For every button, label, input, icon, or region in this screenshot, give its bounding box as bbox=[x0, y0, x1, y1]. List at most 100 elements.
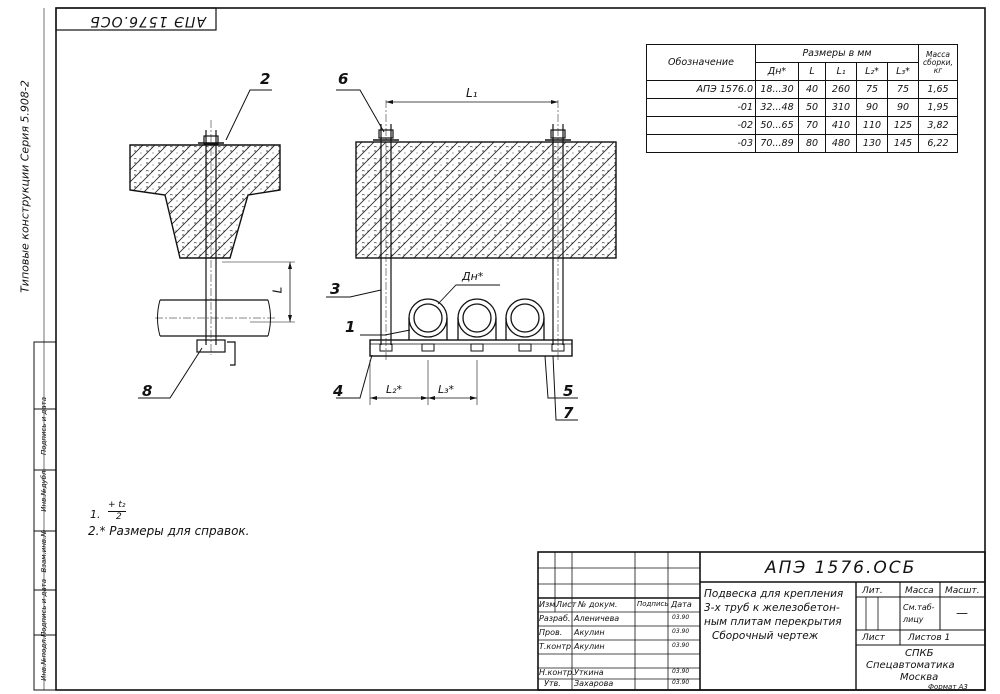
cell: 18...30 bbox=[755, 80, 799, 99]
cell: АПЭ 1576.0 bbox=[646, 80, 756, 99]
tb-role-3: Н.контр. bbox=[539, 668, 575, 677]
tb-desc-3: ным плитам перекрытия bbox=[704, 616, 842, 628]
stamp-code: АПЭ 1576.ОСБ bbox=[89, 13, 206, 29]
callout-7: 7 bbox=[563, 404, 574, 422]
dim-L2: L₂* bbox=[386, 383, 403, 396]
side-field-3: Взам.инв.№ bbox=[40, 529, 48, 573]
tb-hdr-date: Дата bbox=[671, 600, 692, 609]
cell: 310 bbox=[825, 98, 857, 117]
tb-date-3: 03.90 bbox=[672, 668, 690, 675]
tb-sheet-label: Лист bbox=[862, 633, 885, 643]
stamp-box bbox=[55, 7, 217, 31]
spec-col-L: L bbox=[798, 62, 826, 81]
spec-col-L3: L₃* bbox=[887, 62, 919, 81]
tb-name-4: Захарова bbox=[574, 679, 614, 688]
cell: -01 bbox=[646, 98, 756, 117]
tb-hdr-list: Лист bbox=[556, 600, 577, 609]
cell: 40 bbox=[798, 80, 826, 99]
spec-header-group: Размеры в мм bbox=[755, 44, 919, 63]
cell: 75 bbox=[887, 80, 919, 99]
cell: 90 bbox=[887, 98, 919, 117]
cell: 90 bbox=[856, 98, 888, 117]
tb-mass-label: Масса bbox=[905, 586, 934, 596]
cell: 480 bbox=[825, 134, 857, 153]
spec-col-dn: Дн* bbox=[755, 62, 799, 81]
callout-6: 6 bbox=[338, 70, 349, 88]
tb-format: Формат А3 bbox=[928, 683, 968, 691]
cell: 3,82 bbox=[918, 116, 958, 135]
cell: 50 bbox=[798, 98, 826, 117]
table-row: -01 32...48 50 310 90 90 1,95 bbox=[646, 98, 958, 117]
spec-header-mass: Масса сборки, кг bbox=[918, 44, 958, 81]
cell: 410 bbox=[825, 116, 857, 135]
callout-1: 1 bbox=[345, 318, 356, 336]
tb-name-1: Акулин bbox=[574, 628, 605, 637]
tb-role-1: Пров. bbox=[539, 628, 563, 637]
callout-8: 8 bbox=[142, 382, 153, 400]
cell: -03 bbox=[646, 134, 756, 153]
table-row: АПЭ 1576.0 18...30 40 260 75 75 1,65 bbox=[646, 80, 958, 99]
cell: 75 bbox=[856, 80, 888, 99]
side-field-4: Инв.№дубл. bbox=[40, 468, 48, 512]
tb-name-0: Аленичева bbox=[574, 614, 620, 623]
cell: 70...89 bbox=[755, 134, 799, 153]
cell: 260 bbox=[825, 80, 857, 99]
tb-mass-value: См.таб- лицу bbox=[903, 603, 935, 624]
side-field-2: Подпись и дата bbox=[40, 579, 48, 637]
slab-section-right bbox=[355, 141, 617, 259]
spec-col-L2: L₂* bbox=[856, 62, 888, 81]
tb-hdr-izm: Изм. bbox=[539, 600, 558, 609]
title-block-grid bbox=[537, 551, 986, 691]
tb-scale-label: Масшт. bbox=[945, 586, 980, 596]
cell: 32...48 bbox=[755, 98, 799, 117]
side-field-5: Подпись и дата bbox=[40, 397, 48, 455]
tb-lit-label: Лит. bbox=[862, 586, 883, 596]
tb-name-2: Акулин bbox=[574, 642, 605, 651]
dim-L1: L₁ bbox=[466, 86, 478, 100]
tb-hdr-sign: Подпись bbox=[637, 600, 669, 608]
spec-header-designation: Обозначение bbox=[646, 44, 756, 81]
tb-date-1: 03.90 bbox=[672, 628, 690, 635]
dim-L: L bbox=[270, 286, 285, 294]
cell: 1,95 bbox=[918, 98, 958, 117]
dim-L3: L₃* bbox=[438, 383, 455, 396]
slab-section-left bbox=[129, 144, 281, 259]
tb-name-3: Уткина bbox=[574, 668, 604, 677]
note-1-frac-bottom: 2 bbox=[116, 512, 122, 522]
cell: 145 bbox=[887, 134, 919, 153]
tb-role-2: Т.контр. bbox=[539, 642, 574, 651]
base-channel bbox=[369, 339, 573, 357]
cell: 125 bbox=[887, 116, 919, 135]
callout-4: 4 bbox=[333, 382, 344, 400]
table-row: -02 50...65 70 410 110 125 3,82 bbox=[646, 116, 958, 135]
tb-org-3: Москва bbox=[900, 672, 939, 683]
cell: 1,65 bbox=[918, 80, 958, 99]
tb-date-4: 03.90 bbox=[672, 679, 690, 686]
tb-role-4: Утв. bbox=[544, 679, 561, 688]
cell: 6,22 bbox=[918, 134, 958, 153]
cell: -02 bbox=[646, 116, 756, 135]
tb-scale-value: — bbox=[956, 606, 968, 620]
cell: 110 bbox=[856, 116, 888, 135]
side-field-1: Инв.№подл. bbox=[40, 637, 48, 681]
table-row: -03 70...89 80 480 130 145 6,22 bbox=[646, 134, 958, 153]
tb-org-1: СПКБ bbox=[905, 648, 934, 659]
note-2: 2.* Размеры для справок. bbox=[88, 524, 250, 538]
tb-org-2: Спецавтоматика bbox=[866, 660, 955, 671]
spec-col-L1: L₁ bbox=[825, 62, 857, 81]
tb-desc-1: Подвеска для крепления bbox=[704, 588, 844, 600]
callout-2: 2 bbox=[260, 70, 271, 88]
side-series-text: Типовые конструкции Серия 5.908-2 bbox=[18, 80, 32, 293]
title-block-code: АПЭ 1576.ОСБ bbox=[765, 558, 917, 578]
tb-date-2: 03.90 bbox=[672, 642, 690, 649]
tb-hdr-doc: № докум. bbox=[578, 600, 618, 609]
tb-role-0: Разраб. bbox=[539, 614, 571, 623]
note-1-label: 1. bbox=[90, 508, 101, 521]
cell: 70 bbox=[798, 116, 826, 135]
tb-date-0: 03.90 bbox=[672, 614, 690, 621]
tb-desc-2: 3-х труб к железобетон- bbox=[704, 602, 840, 614]
callout-5: 5 bbox=[563, 382, 574, 400]
side-fields-strip bbox=[33, 341, 57, 691]
note-1-frac-top: + t₂ bbox=[108, 500, 126, 512]
